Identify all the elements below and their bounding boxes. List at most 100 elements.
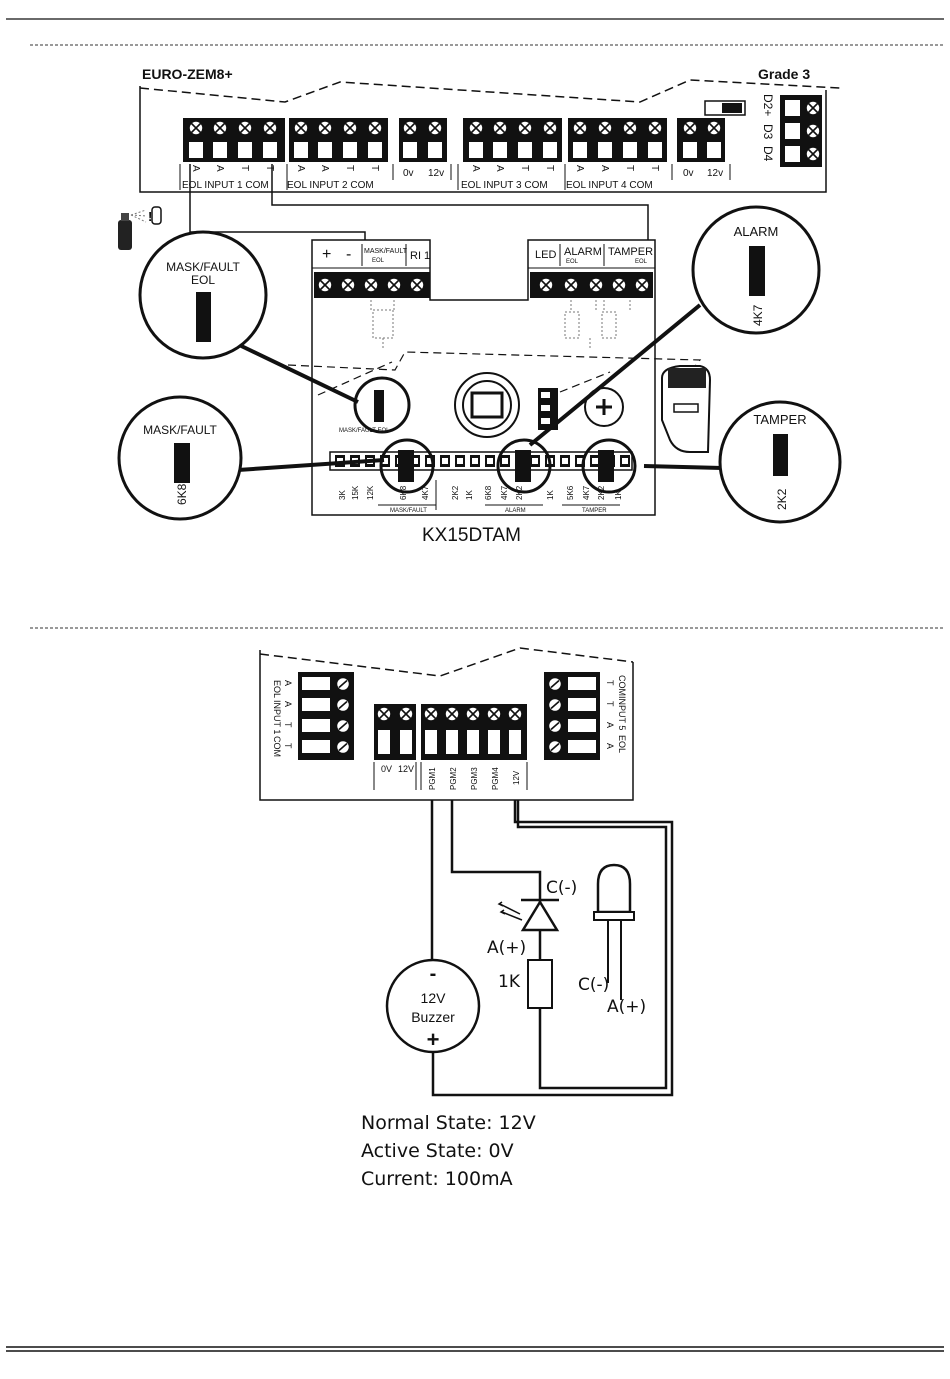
top-terminal-label: T xyxy=(239,165,250,171)
pgm-label-2: PGM2 xyxy=(449,767,458,790)
top-terminal-label: 0v xyxy=(683,168,694,179)
jumper-pin-hole xyxy=(532,458,538,464)
power-terminal-block: 0V 12V xyxy=(373,704,417,790)
terminal-screw xyxy=(188,120,204,136)
jumper-mask-fault xyxy=(398,450,414,482)
top-terminal-label: A xyxy=(295,165,306,172)
output-wires xyxy=(430,800,674,1097)
buzzer-label-name: Buzzer xyxy=(411,1009,455,1025)
terminal-socket xyxy=(648,142,662,158)
input-2-label: EOL INPUT 2 COM xyxy=(287,180,374,191)
det-label-eol-2: EOL xyxy=(566,259,579,265)
callout-mask-fault-eol: MASK/FAULT EOL xyxy=(138,230,268,360)
input-5-terminal-block: T T A A COM INPUT 5 EOL xyxy=(544,672,627,760)
top-terminal-label: T xyxy=(649,165,660,171)
resistor-value-label: 5K6 xyxy=(566,485,575,500)
terminal-screw xyxy=(402,120,418,136)
jumper-pin-hole xyxy=(427,458,433,464)
terminal-socket xyxy=(543,142,557,158)
expander-board-2 xyxy=(259,650,634,801)
group-label-alarm: ALARM xyxy=(505,508,526,514)
resistor-value-label: 1K xyxy=(546,490,555,500)
terminal-screw xyxy=(517,120,533,136)
note-current: Current: 100mA xyxy=(361,1168,513,1190)
jumper-pin-hole xyxy=(457,458,463,464)
buzzer-icon: - 12V Buzzer + xyxy=(385,958,481,1054)
jumper-pin-hole xyxy=(412,458,418,464)
terminal-socket xyxy=(469,142,483,158)
top-terminal-label: T xyxy=(519,165,530,171)
pgm-terminal-block: PGM1 PGM2 PGM3 PGM4 12V xyxy=(420,704,528,790)
det-label-led: LED xyxy=(535,249,556,261)
callout-lines xyxy=(232,303,723,472)
top-terminal-label: A xyxy=(574,165,585,172)
in5-label-t1: T xyxy=(605,680,615,686)
jumper-pin-hole xyxy=(577,458,583,464)
resistor-value-label: 2K2 xyxy=(597,485,606,500)
led-cathode-label: C(-) xyxy=(546,878,577,898)
terminal-screw xyxy=(293,120,309,136)
terminal-screw xyxy=(212,120,228,136)
led-diode-symbol: C(-) A(+) xyxy=(487,878,577,958)
terminal-screw xyxy=(572,120,588,136)
resistor-value-label: 4K7 xyxy=(421,485,430,500)
top-terminal-label: A xyxy=(470,165,481,172)
top-terminal-label: T xyxy=(369,165,380,171)
expander-board xyxy=(139,86,827,193)
terminal-socket xyxy=(368,142,382,158)
group-label-mask: MASK/FAULT xyxy=(390,508,427,514)
in1-side-input: INPUT 1 xyxy=(272,700,282,734)
input-3-label: EOL INPUT 3 COM xyxy=(461,180,548,191)
terminal-socket xyxy=(707,142,721,158)
side-terminals: D2+ D3 D4 xyxy=(704,94,822,167)
resistor-value-label: 6K8 xyxy=(484,485,493,500)
top-terminal-label: A xyxy=(494,165,505,172)
in1-label-a1: A xyxy=(283,680,293,686)
jumper-pin-hole xyxy=(472,458,478,464)
cable-2 xyxy=(271,164,649,240)
led2-cathode-label: C(-) xyxy=(578,975,609,995)
side-label-d3: D3 xyxy=(761,124,775,140)
model-label: KX15DTAM xyxy=(422,525,521,546)
terminal-socket xyxy=(189,142,203,158)
microwave-adjust xyxy=(584,387,624,427)
det-label-alarm: ALARM xyxy=(564,246,602,258)
led-anode-label: A(+) xyxy=(487,938,526,958)
top-terminal-label: 12v xyxy=(707,168,723,179)
det-label-mask-fault: MASK/FAULT xyxy=(364,248,408,255)
terminal-screw xyxy=(237,120,253,136)
top-terminal-label: T xyxy=(344,165,355,171)
jumper-pin-hole xyxy=(502,458,508,464)
jumper-pin-hole xyxy=(622,458,628,464)
terminal-socket xyxy=(318,142,332,158)
terminal-screw xyxy=(367,120,383,136)
terminal-screw xyxy=(342,120,358,136)
spray-can-icon: ! xyxy=(118,206,162,250)
buzzer-plus: + xyxy=(427,1027,440,1052)
output-notes: Normal State: 12V Active State: 0V Curre… xyxy=(361,1112,536,1190)
callout-alarm-value: 4K7 xyxy=(751,304,765,326)
pgm-label-4: PGM4 xyxy=(491,767,500,790)
top-terminal-screws xyxy=(188,120,722,158)
expander-board-break xyxy=(139,79,841,103)
jumper-pin-hole xyxy=(487,458,493,464)
jumper-pin-hole xyxy=(442,458,448,464)
pgm-label-1: PGM1 xyxy=(428,767,437,790)
input-1-terminal-block: A A T T EOL INPUT 1 COM xyxy=(272,672,354,760)
top-terminal-label: T xyxy=(544,165,555,171)
det-label-minus: - xyxy=(346,246,351,263)
det-label-ri1: RI 1 xyxy=(410,250,430,262)
in1-label-t1: T xyxy=(283,722,293,728)
resistor-value-label: 4K7 xyxy=(500,485,509,500)
top-terminal-label: 12v xyxy=(428,168,444,179)
terminal-socket xyxy=(493,142,507,158)
det-label-tamper: TAMPER xyxy=(608,246,653,258)
terminal-screw xyxy=(262,120,278,136)
terminal-socket xyxy=(598,142,612,158)
group-separators xyxy=(179,164,731,190)
resistor-1k: 1K xyxy=(498,959,553,1009)
terminal-socket xyxy=(403,142,417,158)
svg-text:!: ! xyxy=(148,209,152,224)
